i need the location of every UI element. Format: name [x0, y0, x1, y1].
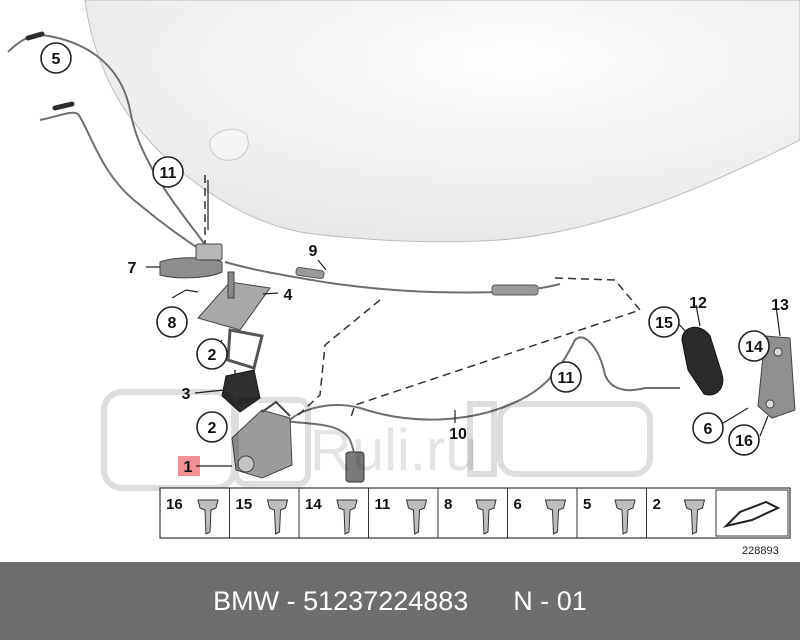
- handle-grip-part: [681, 326, 724, 396]
- callout-9: 9: [309, 243, 318, 260]
- fastener-icon: [544, 499, 567, 535]
- fastener-icon: [475, 499, 497, 535]
- callout-label: 13: [771, 297, 789, 314]
- strip-cell-15: 15: [229, 488, 289, 538]
- fastener-icon: [683, 499, 706, 535]
- callout-label: 8: [168, 315, 177, 332]
- callout-label: 2: [208, 420, 217, 437]
- callout-label: 12: [689, 295, 707, 312]
- callout-2: 2: [196, 411, 228, 443]
- strip-cell-label: 14: [305, 496, 322, 513]
- callout-label: 11: [160, 165, 177, 182]
- callout-label: 16: [735, 433, 753, 450]
- callout-8: 8: [156, 306, 188, 338]
- callout-13: 13: [771, 297, 789, 314]
- support-bracket-part: [757, 335, 796, 419]
- release-handle-part: [159, 243, 223, 279]
- release-cables: [7, 33, 680, 471]
- callout-5: 5: [40, 42, 72, 74]
- callout-label: 2: [208, 347, 217, 364]
- callout-15: 15: [648, 306, 680, 338]
- callout-6: 6: [692, 412, 724, 444]
- strip-cell-6: 6: [507, 488, 567, 538]
- strip-cell-label: 15: [236, 496, 253, 513]
- bracket-part: [197, 271, 271, 370]
- orientation-arrow-icon: [715, 489, 789, 537]
- strip-cell-5: 5: [576, 488, 636, 538]
- callout-1: 1: [184, 459, 193, 476]
- strip-cell-2: 2: [646, 488, 706, 538]
- strip-cell-8: 8: [437, 488, 497, 538]
- strip-cell-label: 16: [166, 496, 183, 513]
- diagram-number: 228893: [742, 545, 779, 557]
- callout-label: 4: [284, 287, 293, 304]
- fastener-icon: [614, 499, 636, 535]
- callout-label: 3: [182, 386, 191, 403]
- callout-label: 5: [52, 51, 61, 68]
- callout-12: 12: [689, 295, 707, 312]
- strip-cell-11: 11: [368, 488, 428, 538]
- callout-label: 14: [745, 339, 763, 356]
- strip-cell-label: 5: [583, 496, 591, 513]
- strip-cell-label: 11: [375, 496, 391, 513]
- callout-3: 3: [182, 386, 191, 403]
- strip-cell-label: 6: [514, 496, 522, 513]
- callout-14: 14: [738, 330, 770, 362]
- callout-label: 15: [655, 315, 673, 332]
- hood-lock-part: [178, 400, 365, 483]
- callout-11: 11: [152, 156, 184, 188]
- callout-label: 10: [449, 426, 467, 443]
- fastener-icon: [197, 499, 219, 535]
- strip-cell-label: 8: [444, 496, 452, 513]
- fastener-icon: [336, 499, 358, 535]
- callout-11: 11: [550, 361, 582, 393]
- strip-cell-label: 2: [653, 496, 661, 513]
- part-number-caption: BMW - 51237224883 N - 01: [213, 586, 587, 616]
- callout-label: 11: [558, 370, 575, 387]
- parts-strip: 16 15 14 11 8 6 5 2: [159, 487, 791, 539]
- callout-16: 16: [728, 424, 760, 456]
- strip-cell-16: 16: [166, 496, 219, 535]
- fastener-icon: [405, 499, 428, 535]
- callout-2: 2: [196, 338, 228, 370]
- latch-cover-part: [221, 369, 261, 413]
- strip-cell-14: 14: [298, 488, 358, 538]
- fastener-icon: [266, 499, 289, 535]
- watermark-text: Ruli.ru: [310, 418, 478, 483]
- callout-label: 9: [309, 243, 318, 260]
- hood-panel: [84, 0, 800, 243]
- callout-label: 7: [128, 260, 137, 277]
- callout-7: 7: [128, 260, 137, 277]
- callout-label: 6: [704, 421, 713, 438]
- callout-label: 1: [184, 459, 193, 476]
- callout-4: 4: [284, 287, 293, 304]
- callout-10: 10: [449, 426, 467, 443]
- footer-bar: BMW - 51237224883 N - 01: [0, 562, 800, 640]
